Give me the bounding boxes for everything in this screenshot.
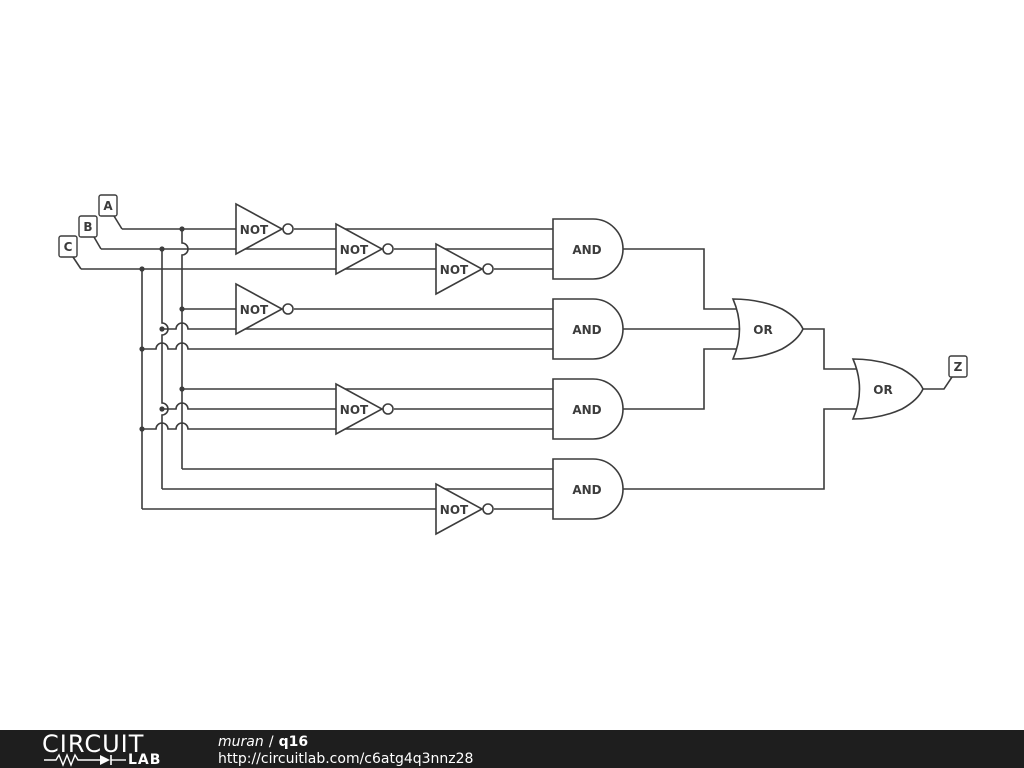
input-port-a[interactable]: A (98, 194, 123, 230)
not-gate-5[interactable]: NOT (335, 382, 394, 436)
not-gate-3[interactable]: NOT (435, 242, 494, 296)
and-gate-3[interactable]: AND (552, 378, 624, 440)
gate-label: AND (572, 243, 601, 257)
input-port-c[interactable]: C (58, 235, 82, 270)
gate-label: NOT (440, 503, 469, 517)
not-gate-1[interactable]: NOT (235, 202, 294, 256)
gate-label: NOT (340, 403, 369, 417)
author-link[interactable]: muran (218, 734, 264, 750)
gate-label: NOT (440, 263, 469, 277)
not-gate-4[interactable]: NOT (235, 282, 294, 336)
circuit-title[interactable]: q16 (278, 734, 309, 750)
not-gate-2[interactable]: NOT (335, 222, 394, 276)
port-label-c: C (64, 240, 73, 254)
gate-label: AND (572, 323, 601, 337)
port-label-a: A (103, 199, 113, 213)
resistor-diode-icon (44, 753, 126, 767)
gate-label: NOT (340, 243, 369, 257)
gate-label: OR (753, 323, 772, 337)
gate-label: AND (572, 403, 601, 417)
wires (81, 228, 953, 510)
port-label-z: Z (954, 360, 963, 374)
path-separator: / (268, 734, 274, 750)
output-port-z[interactable]: Z (948, 355, 968, 378)
not-gate-6[interactable]: NOT (435, 482, 494, 536)
input-port-b[interactable]: B (78, 215, 102, 250)
logo-text-lab: LAB (128, 752, 162, 768)
and-gate-4[interactable]: AND (552, 458, 624, 520)
and-gate-1[interactable]: AND (552, 218, 624, 280)
or-gate-1[interactable]: OR (731, 298, 804, 360)
gate-label: AND (572, 483, 601, 497)
junction-dots (139, 226, 185, 432)
circuit-meta: muran / q16 http://circuitlab.com/c6atg4… (218, 732, 473, 768)
gate-label: OR (873, 383, 892, 397)
gate-label: NOT (240, 303, 269, 317)
or-gate-2[interactable]: OR (851, 358, 924, 420)
circuit-schematic: A B C (58, 194, 968, 536)
circuitlab-logo[interactable]: CIRCUIT LAB (42, 730, 182, 768)
footer-bar: CIRCUIT LAB muran / q16 http://circuitla… (0, 730, 1024, 768)
circuit-url[interactable]: http://circuitlab.com/c6atg4q3nnz28 (218, 751, 474, 767)
gate-label: NOT (240, 223, 269, 237)
and-gate-2[interactable]: AND (552, 298, 624, 360)
logo-text-circuit: CIRCUIT (42, 730, 145, 758)
port-label-b: B (83, 220, 92, 234)
